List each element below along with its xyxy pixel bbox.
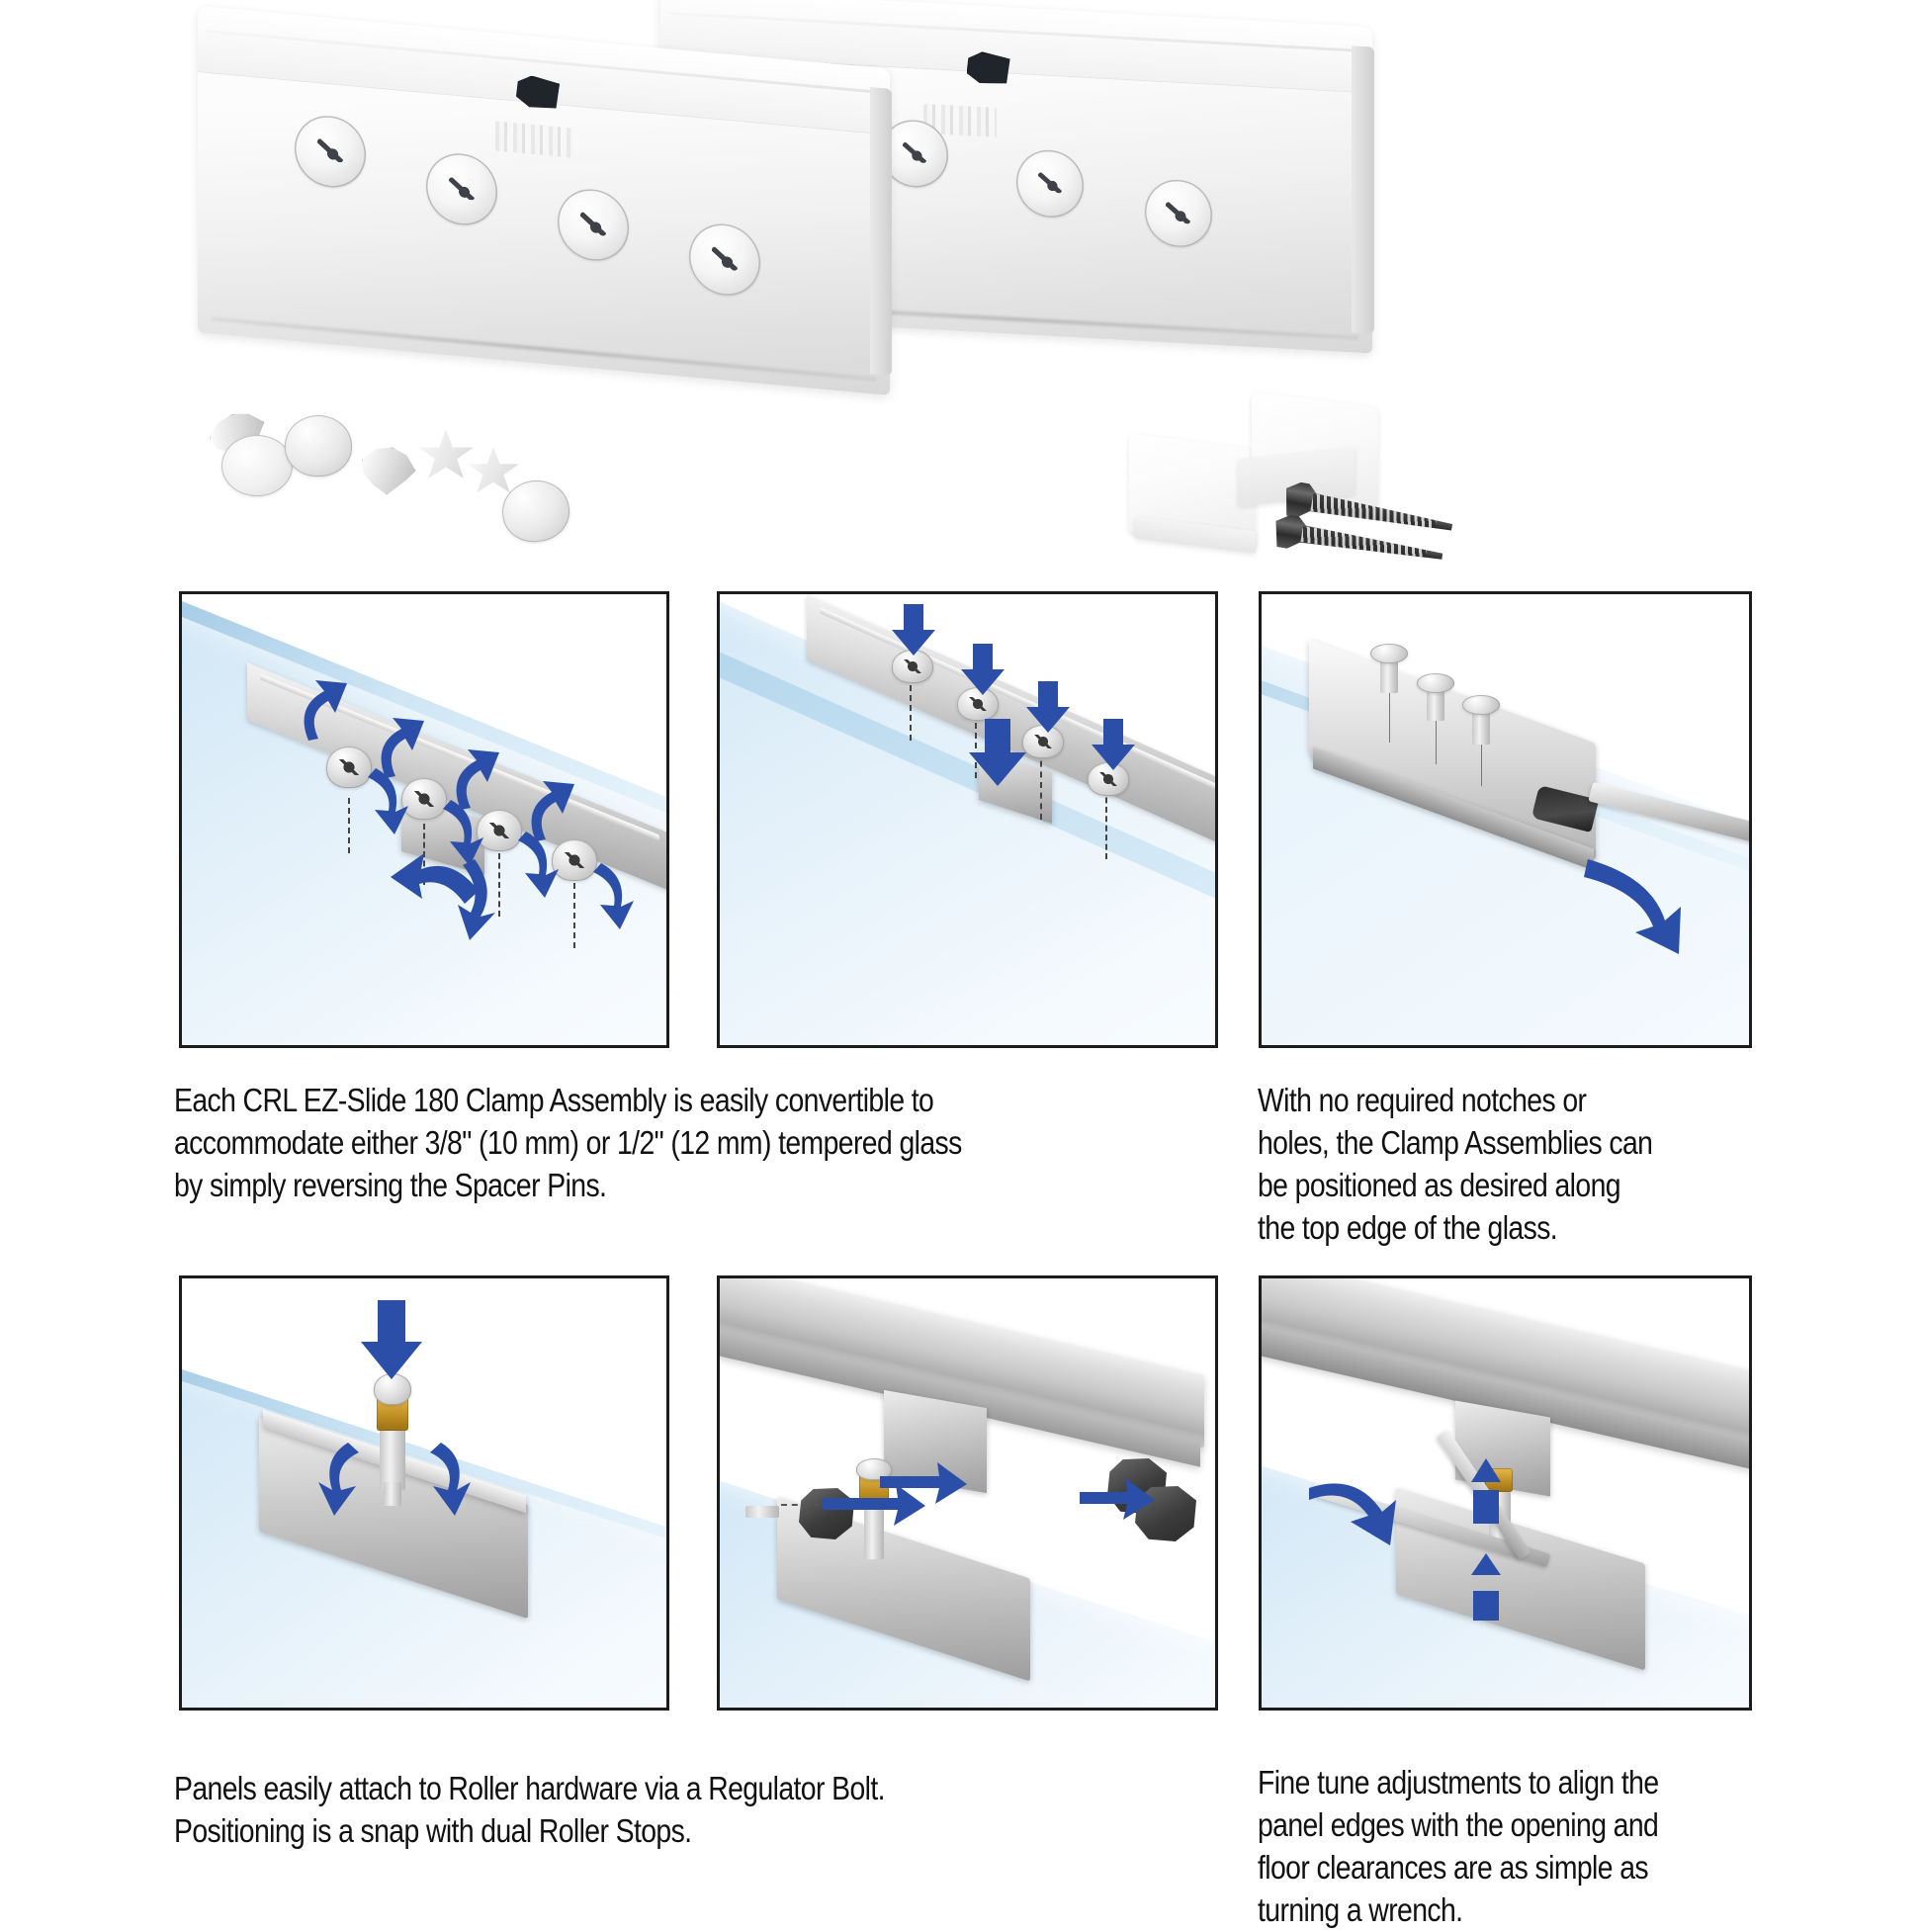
drop-line [1040, 750, 1042, 820]
screw [1380, 656, 1398, 693]
caption-spacer-pins: Each CRL EZ-Slide 180 Clamp Assembly is … [174, 1082, 962, 1203]
hardware-gasket [498, 476, 573, 547]
drop-line [975, 713, 977, 778]
regulator-bolt-shaft [380, 1425, 405, 1490]
screw [957, 687, 999, 721]
drop-line [1481, 721, 1482, 786]
caption-regulator-bolt: Panels easily attach to Roller hardware … [174, 1770, 886, 1849]
assembly-arrows [823, 1462, 1155, 1526]
screw-head [1462, 695, 1500, 715]
regulator-bolt-head [374, 1373, 411, 1405]
screw [1472, 707, 1490, 745]
screw-thread [1300, 526, 1427, 562]
hardware-hex-bolt [356, 442, 420, 500]
regulator-bolt-tip [384, 1482, 401, 1506]
panel-screws-install [717, 591, 1218, 1048]
caption-positioning: With no required notches or holes, the C… [1258, 1082, 1653, 1246]
alignment-line [781, 1504, 840, 1506]
hero-product-photo [0, 0, 1924, 583]
roller-stop [799, 1488, 854, 1539]
drop-line [573, 883, 575, 948]
spacer-pin [477, 810, 522, 851]
drop-line [498, 853, 500, 917]
drop-line [1389, 685, 1390, 743]
spacer-pin [401, 778, 447, 820]
insert-arrows [318, 1300, 471, 1516]
hardware-washer-disc [221, 435, 293, 496]
hardware-dome-cap [285, 415, 352, 477]
rotation-arrows [304, 680, 634, 940]
regulator-bolt-head [856, 1458, 892, 1480]
drop-line [1105, 788, 1107, 859]
spacer-pin [326, 746, 372, 788]
adjust-arrows [1309, 1458, 1501, 1621]
down-arrows [892, 604, 1135, 786]
drop-line [1436, 703, 1437, 764]
screw [892, 650, 933, 683]
drop-line [910, 675, 912, 741]
screw-head [1417, 673, 1454, 693]
screw-head [1370, 644, 1408, 663]
panel-fine-tune [1259, 1275, 1752, 1711]
drop-line [348, 798, 350, 853]
clamp-housing-front [198, 6, 892, 395]
screw [1022, 725, 1064, 758]
set-screw [745, 1506, 779, 1518]
housing-end-cap [1351, 45, 1374, 334]
drop-line [423, 824, 425, 885]
caption-fine-tune: Fine tune adjustments to align the panel… [1258, 1764, 1659, 1928]
slide-arrow [1584, 859, 1681, 954]
panel-regulator-bolt [179, 1275, 669, 1711]
regulator-bolt-shaft [864, 1502, 884, 1559]
panel-roller-hardware [717, 1275, 1218, 1711]
spacer-pin [552, 839, 597, 881]
panel-positioning [1259, 591, 1752, 1048]
screw [1088, 762, 1129, 796]
housing-end-cap [869, 86, 892, 377]
panel-spacer-pins [179, 591, 669, 1048]
hardware-star-washer [418, 429, 474, 479]
screw [1427, 685, 1444, 721]
